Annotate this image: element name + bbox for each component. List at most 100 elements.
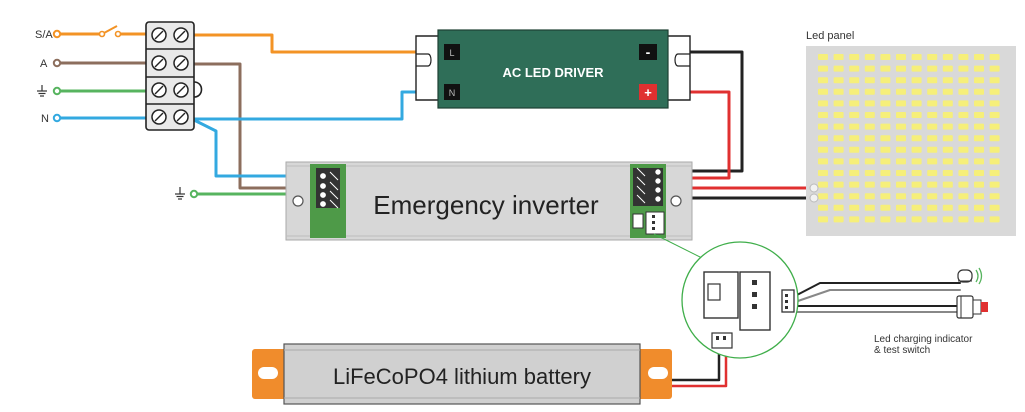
led-chip xyxy=(864,77,875,84)
led-chip xyxy=(818,216,828,223)
led-chip xyxy=(896,216,906,223)
led-chip xyxy=(896,135,906,142)
led-chip xyxy=(833,158,844,165)
led-chip xyxy=(896,170,906,176)
led-chip xyxy=(942,54,953,60)
led-chip xyxy=(911,193,922,200)
led-chip xyxy=(833,123,844,130)
led-chip xyxy=(849,204,860,211)
led-chip xyxy=(974,216,984,223)
led-chip xyxy=(989,77,1000,84)
live-wire-out xyxy=(190,62,320,190)
led-chip xyxy=(818,135,828,142)
led-chip xyxy=(849,65,860,72)
led-chip xyxy=(989,170,1000,176)
led-chip xyxy=(864,181,875,188)
led-chip xyxy=(818,65,828,72)
led-chip xyxy=(974,65,984,72)
n-terminal-dot xyxy=(52,113,62,123)
led-chip xyxy=(864,170,875,176)
led-chip xyxy=(864,135,875,142)
led-chip xyxy=(911,170,922,176)
led-chip xyxy=(818,193,828,200)
led-chip xyxy=(942,77,953,84)
led-chip xyxy=(974,123,984,130)
led-chip xyxy=(849,193,860,200)
driver-minus-label: - xyxy=(646,44,651,60)
sa-terminal-dot xyxy=(52,29,62,39)
led-chip xyxy=(896,77,906,84)
led-chip xyxy=(849,181,860,188)
led-chip xyxy=(833,100,844,107)
label-sa: S/A xyxy=(35,29,53,41)
led-chip xyxy=(849,54,860,60)
led-chip xyxy=(958,204,969,211)
led-chip xyxy=(818,170,828,176)
driver-plus-terminal xyxy=(639,84,657,100)
led-chip xyxy=(864,193,875,200)
led-chip xyxy=(911,216,922,223)
led-chip xyxy=(833,88,844,95)
led-chip xyxy=(911,158,922,165)
led-chip xyxy=(958,135,969,142)
driver-title: AC LED DRIVER xyxy=(502,65,604,80)
led-chip xyxy=(974,204,984,211)
led-chip xyxy=(818,204,828,211)
led-chip xyxy=(818,181,828,188)
supply-inputs: S/A A N xyxy=(35,25,122,125)
led-chip xyxy=(896,123,906,130)
led-chip xyxy=(927,88,938,95)
test-switch xyxy=(956,295,988,319)
test-switch-button xyxy=(981,302,988,312)
led-chip xyxy=(818,112,828,118)
led-chip xyxy=(880,123,891,130)
screw xyxy=(173,109,189,125)
led-grid xyxy=(818,54,1000,223)
led-chip xyxy=(864,100,875,107)
led-chip xyxy=(880,216,891,223)
led-chip xyxy=(864,146,875,153)
led-chip xyxy=(849,158,860,165)
driver-n-label: N xyxy=(449,88,456,98)
led-panel: Led panel xyxy=(806,30,1016,236)
led-chip xyxy=(896,146,906,153)
led-chip xyxy=(974,181,984,188)
led-chip xyxy=(818,146,828,153)
led-chip xyxy=(927,100,938,107)
led-chip xyxy=(849,135,860,142)
screw xyxy=(151,27,167,43)
led-chip xyxy=(958,216,969,223)
led-chip xyxy=(864,112,875,118)
led-chip xyxy=(942,146,953,153)
driver-l-label: L xyxy=(449,48,454,58)
led-chip xyxy=(880,88,891,95)
led-chip xyxy=(942,65,953,72)
led-chip xyxy=(911,65,922,72)
led-chip xyxy=(927,135,938,142)
led-chip xyxy=(880,158,891,165)
led-chip xyxy=(849,100,860,107)
driver-l-terminal xyxy=(444,44,460,60)
led-chip xyxy=(833,65,844,72)
led-chip xyxy=(958,181,969,188)
led-chip xyxy=(896,193,906,200)
inverter-earth-dot xyxy=(189,189,199,199)
led-chip xyxy=(818,100,828,107)
inverter-mount-hole-left xyxy=(292,195,304,207)
earth-icon xyxy=(37,85,47,97)
led-chip xyxy=(833,204,844,211)
terminal-block xyxy=(145,21,203,131)
led-chip xyxy=(833,77,844,84)
led-chip xyxy=(896,181,906,188)
led-chip xyxy=(818,54,828,60)
connector-magnifier xyxy=(653,233,799,359)
led-chip xyxy=(989,123,1000,130)
led-chip xyxy=(849,216,860,223)
led-chip xyxy=(911,123,922,130)
led-chip xyxy=(927,112,938,118)
led-chip xyxy=(896,88,906,95)
led-panel-label: Led panel xyxy=(806,30,854,42)
led-chip xyxy=(880,100,891,107)
inverter-earth-icon xyxy=(175,187,185,200)
